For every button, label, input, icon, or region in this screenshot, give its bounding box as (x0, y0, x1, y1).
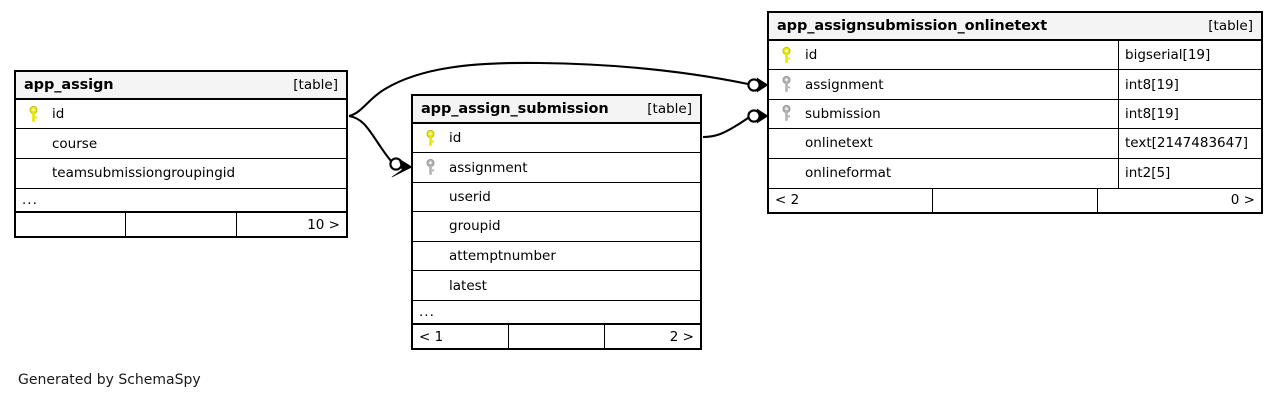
column-list: id course teamsubmissiongroupingid (16, 100, 346, 189)
footer-right[interactable]: 2 > (669, 328, 694, 345)
column-cell: id (769, 41, 1118, 69)
footer-middle (509, 325, 605, 349)
table-row[interactable]: assignment int8[19] (769, 70, 1261, 100)
table-header: app_assignsubmission_onlinetext [table] (769, 13, 1261, 41)
footer-middle (126, 213, 237, 237)
foreign-key-icon (775, 105, 797, 122)
column-name: id (805, 47, 818, 64)
table-kind-label: [table] (1208, 18, 1253, 34)
column-cell: latest (413, 271, 700, 300)
column-cell: userid (413, 183, 700, 211)
table-row[interactable]: assignment (413, 153, 700, 183)
primary-key-icon (419, 129, 441, 147)
table-row[interactable]: id (413, 124, 700, 154)
table-row[interactable]: latest (413, 270, 700, 301)
footer-right[interactable]: 10 > (307, 216, 340, 233)
column-name: assignment (449, 159, 528, 176)
table-row[interactable]: id bigserial[19] (769, 41, 1261, 71)
table-row[interactable]: course (16, 129, 346, 159)
foreign-key-icon (419, 159, 441, 176)
table-row[interactable]: onlinetext text[2147483647] (769, 129, 1261, 159)
table-app-assign-submission[interactable]: app_assign_submission [table] id (411, 94, 702, 351)
table-footer: < 2 0 > (769, 187, 1261, 212)
table-header: app_assign [table] (16, 72, 346, 100)
footer-left[interactable] (16, 213, 127, 237)
column-cell: onlineformat (769, 159, 1118, 188)
column-name: userid (449, 188, 491, 205)
column-name: latest (449, 277, 487, 294)
table-row[interactable]: userid (413, 182, 700, 213)
edge-submission-to-onlinetext (702, 117, 749, 139)
footer-right[interactable]: 0 > (1230, 192, 1255, 209)
table-row[interactable]: attemptnumber (413, 241, 700, 271)
column-name: teamsubmissiongroupingid (52, 165, 236, 182)
footer-middle (933, 188, 1098, 212)
column-name: submission (805, 105, 881, 122)
table-kind-label: [table] (647, 101, 692, 117)
crowsfoot-submission-assignment (391, 158, 413, 178)
foreign-key-icon (775, 76, 797, 93)
column-cell: id (16, 100, 346, 128)
edge-endpoint-circle-onlinetext-assignment (747, 78, 761, 92)
more-columns-indicator: ... (413, 300, 700, 325)
column-list: id bigserial[19] assignment (769, 41, 1261, 188)
column-type: bigserial[19] (1118, 41, 1261, 70)
table-title: app_assign (24, 77, 114, 93)
generated-by-caption: Generated by SchemaSpy (18, 372, 201, 388)
table-app-assign[interactable]: app_assign [table] id (14, 70, 348, 239)
footer-left[interactable]: < 2 (769, 188, 934, 212)
table-footer: < 1 2 > (413, 324, 700, 349)
column-cell: attemptnumber (413, 242, 700, 270)
column-type: int2[5] (1118, 158, 1261, 188)
more-columns-indicator: ... (16, 188, 346, 213)
column-cell: submission (769, 100, 1118, 128)
table-row[interactable]: id (16, 100, 346, 130)
column-name: id (52, 106, 65, 123)
column-cell: teamsubmissiongroupingid (16, 159, 346, 188)
table-row[interactable]: groupid (413, 212, 700, 242)
column-name: course (52, 135, 98, 152)
table-footer: 10 > (16, 212, 346, 237)
column-name: onlinetext (805, 135, 873, 152)
table-row[interactable]: onlineformat int2[5] (769, 158, 1261, 188)
edge-endpoint-circle-submission-assignment (389, 157, 403, 171)
column-list: id assignment (413, 124, 700, 301)
edge-assign-to-submission (348, 114, 393, 163)
column-cell: assignment (413, 153, 700, 181)
footer-left[interactable]: < 1 (413, 325, 509, 349)
column-name: attemptnumber (449, 247, 556, 264)
primary-key-icon (775, 46, 797, 64)
column-cell: groupid (413, 212, 700, 240)
column-name: onlineformat (805, 165, 892, 182)
column-name: assignment (805, 76, 884, 93)
edge-endpoint-circle-onlinetext-submission (747, 109, 761, 123)
table-kind-label: [table] (293, 77, 338, 93)
table-title: app_assign_submission (421, 101, 609, 117)
column-name: groupid (449, 218, 501, 235)
column-type: int8[19] (1118, 70, 1261, 99)
column-type: text[2147483647] (1118, 129, 1261, 158)
column-cell: course (16, 129, 346, 157)
table-row[interactable]: submission int8[19] (769, 99, 1261, 130)
column-name: id (449, 130, 462, 147)
table-row[interactable]: teamsubmissiongroupingid (16, 158, 346, 189)
table-title: app_assignsubmission_onlinetext (777, 18, 1048, 34)
column-cell: assignment (769, 70, 1118, 98)
column-cell: id (413, 124, 700, 152)
table-header: app_assign_submission [table] (413, 96, 700, 124)
column-type: int8[19] (1118, 99, 1261, 129)
primary-key-icon (22, 105, 44, 123)
column-cell: onlinetext (769, 129, 1118, 157)
table-app-assignsubmission-onlinetext[interactable]: app_assignsubmission_onlinetext [table] … (767, 11, 1263, 214)
